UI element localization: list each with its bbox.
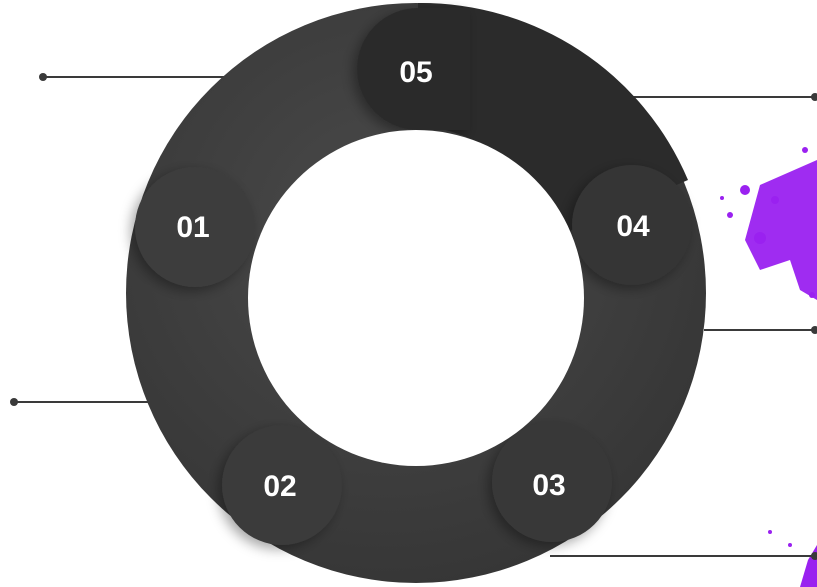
connector-03 [550, 552, 817, 560]
segment-03: 03 [492, 422, 612, 542]
segment-02-label: 02 [263, 470, 296, 503]
cycle-center-hole [248, 130, 584, 466]
segment-05-label: 05 [399, 56, 432, 89]
segment-01: 01 [135, 167, 255, 287]
connector-05 [620, 93, 817, 101]
segment-02: 02 [222, 425, 342, 545]
paint-splatter-bottom [768, 530, 817, 587]
segment-01-label: 01 [176, 211, 209, 244]
connector-04 [704, 326, 817, 334]
segment-04: 04 [572, 165, 692, 285]
segment-04-label: 04 [616, 210, 650, 243]
connector-02 [10, 398, 148, 406]
connector-01 [39, 73, 248, 81]
paint-splatter-top [720, 147, 817, 300]
segment-03-label: 03 [532, 469, 565, 502]
